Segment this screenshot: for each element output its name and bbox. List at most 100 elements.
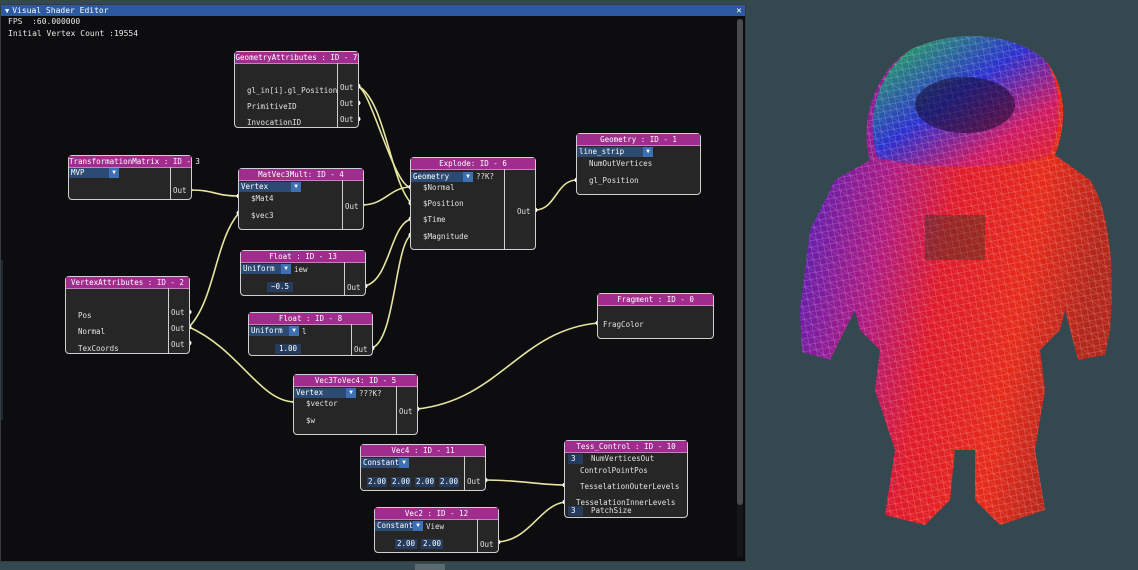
value-field[interactable]: 1.00 <box>275 344 301 354</box>
input-label: FragColor <box>603 320 644 329</box>
node-fragment-output[interactable]: Fragment : ID - 0 FragColor <box>597 293 714 339</box>
node-divider <box>477 519 478 552</box>
node-divider <box>396 386 397 434</box>
output-label: Out <box>347 283 361 292</box>
value-field-w[interactable]: 2.00 <box>439 477 459 487</box>
wire-matmult-to-explode <box>361 186 412 206</box>
node-float-13[interactable]: Float : ID - 13 Uniform▼ iew ~0.5 Out <box>240 250 366 296</box>
node-explode[interactable]: Explode: ID - 6 Geometry ▼ ??K? $Normal $… <box>410 157 536 250</box>
node-title: Float : ID - 13 <box>241 251 365 263</box>
output-label: Out <box>399 407 413 416</box>
mode-combo[interactable]: MVP ▼ <box>69 168 119 178</box>
node-title: MatVec3Mult: ID - 4 <box>239 169 363 181</box>
window-titlebar[interactable]: ▼ Visual Shader Editor ✕ <box>1 5 745 16</box>
node-title: Fragment : ID - 0 <box>598 294 713 306</box>
node-title: Vec4 : ID - 11 <box>361 445 485 457</box>
input-label: $Magnitude <box>423 232 469 241</box>
mode-combo[interactable]: Uniform▼ <box>249 326 299 336</box>
wire-geomattr-to-explode <box>357 85 412 204</box>
node-matvec3mult[interactable]: MatVec3Mult: ID - 4 Vertex▼ $Mat4 $vec3 … <box>238 168 364 230</box>
chevron-down-icon[interactable]: ▼ <box>109 168 119 178</box>
wire-normal-to-vec3tovec4 <box>188 326 296 403</box>
scrollbar-thumb[interactable] <box>737 19 743 505</box>
wire-vec4-to-tess <box>484 479 566 486</box>
wire-pos-to-matmult <box>188 212 240 328</box>
node-transformation-matrix[interactable]: TransformationMatrix : ID - 3 MVP▼ Out <box>68 155 200 200</box>
chevron-down-icon[interactable]: ▼ <box>346 388 356 398</box>
vertical-scrollbar[interactable] <box>737 19 743 557</box>
node-vec4[interactable]: Vec4 : ID - 11 Constant▼ 2.00 2.00 2.00 … <box>360 444 486 491</box>
collapse-triangle-icon[interactable]: ▼ <box>5 6 10 15</box>
node-tess-control[interactable]: Tess_Control : ID - 10 3 NumVerticesOut … <box>564 440 688 518</box>
input-label: $Normal <box>423 183 455 192</box>
mode-combo[interactable]: Vertex▼ <box>239 182 301 192</box>
input-label: $Time <box>423 215 446 224</box>
value-field-y[interactable]: 2.00 <box>391 477 411 487</box>
mode-combo[interactable]: Constant▼ <box>375 521 423 531</box>
patch-size-field[interactable]: 3 <box>568 506 583 516</box>
node-title: Explode: ID - 6 <box>411 158 535 170</box>
input-label: $Position <box>423 199 464 208</box>
value-field-y[interactable]: 2.00 <box>421 539 443 549</box>
node-float-8[interactable]: Float : ID - 8 Uniform▼ l 1.00 Out <box>248 312 373 356</box>
input-label: PatchSize <box>591 506 632 515</box>
output-label: Out <box>171 324 185 333</box>
node-divider <box>170 167 171 199</box>
input-label: TexCoords <box>78 344 119 353</box>
combo-value: Geometry <box>413 172 450 181</box>
chevron-down-icon[interactable]: ▼ <box>463 172 473 182</box>
value-field-z[interactable]: 2.00 <box>415 477 435 487</box>
combo-suffix: ??K? <box>476 172 495 181</box>
output-label: Out <box>173 186 187 195</box>
bottom-handle[interactable] <box>415 564 445 570</box>
window-title: Visual Shader Editor <box>12 6 109 15</box>
combo-value: MVP <box>71 168 85 177</box>
node-vec3tovec4[interactable]: Vec3ToVec4: ID - 5 Vertex▼ ???K? $vector… <box>293 374 418 435</box>
value-field-x[interactable]: 2.00 <box>367 477 387 487</box>
chevron-down-icon[interactable]: ▼ <box>643 147 653 157</box>
value-field[interactable]: ~0.5 <box>267 282 293 292</box>
input-label: $w <box>306 416 316 425</box>
mode-combo[interactable]: Constant▼ <box>361 458 409 468</box>
primitive-combo[interactable]: line_strip▼ <box>577 147 653 157</box>
uniform-name: View <box>426 522 445 531</box>
node-vertex-attributes[interactable]: VertexAttributes : ID - 2 Pos Normal Tex… <box>65 276 190 354</box>
input-label: $Mat4 <box>251 194 274 203</box>
mode-combo[interactable]: Uniform ▼ <box>241 264 291 274</box>
node-vec2[interactable]: Vec2 : ID - 12 Constant▼ View 2.00 2.00 … <box>374 507 499 553</box>
node-geometry-output[interactable]: Geometry : ID - 1 line_strip▼ NumOutVert… <box>576 133 701 195</box>
combo-value: Constant <box>377 521 414 530</box>
combo-value: Vertex <box>296 388 324 397</box>
output-label: Out <box>517 207 531 216</box>
combo-value: Uniform <box>243 264 275 273</box>
node-title: Float : ID - 8 <box>249 313 372 325</box>
input-label: Normal <box>78 327 106 336</box>
num-vertices-field[interactable]: 3 <box>568 454 583 464</box>
left-edge-strip <box>1 260 3 420</box>
node-title: Vec3ToVec4: ID - 5 <box>294 375 417 387</box>
input-label: gl_Position <box>589 176 639 185</box>
output-label: Out <box>467 477 481 486</box>
output-label: Out <box>480 540 494 549</box>
input-label: Pos <box>78 311 92 320</box>
node-geometry-attributes[interactable]: GeometryAttributes : ID - 7 gl_in[i].gl_… <box>234 51 359 128</box>
value-field-x[interactable]: 2.00 <box>395 539 417 549</box>
chevron-down-icon[interactable]: ▼ <box>289 326 299 336</box>
output-label: Out <box>345 202 359 211</box>
node-divider <box>168 288 169 353</box>
input-label: PrimitiveID <box>247 102 297 111</box>
mode-combo[interactable]: Geometry ▼ <box>411 172 473 182</box>
node-divider <box>464 456 465 490</box>
close-icon[interactable]: ✕ <box>736 5 742 16</box>
chevron-down-icon[interactable]: ▼ <box>291 182 301 192</box>
chevron-down-icon[interactable]: ▼ <box>281 264 291 274</box>
node-title: VertexAttributes : ID - 2 <box>66 277 189 289</box>
wire-vec3tovec4-to-fragment <box>416 322 599 410</box>
mode-combo[interactable]: Vertex ▼ <box>294 388 356 398</box>
input-label: $vector <box>306 399 338 408</box>
node-title: Geometry : ID - 1 <box>577 134 700 146</box>
node-divider <box>342 180 343 229</box>
chevron-down-icon[interactable]: ▼ <box>413 521 423 531</box>
chevron-down-icon[interactable]: ▼ <box>399 458 409 468</box>
input-label: NumVerticesOut <box>591 454 655 463</box>
